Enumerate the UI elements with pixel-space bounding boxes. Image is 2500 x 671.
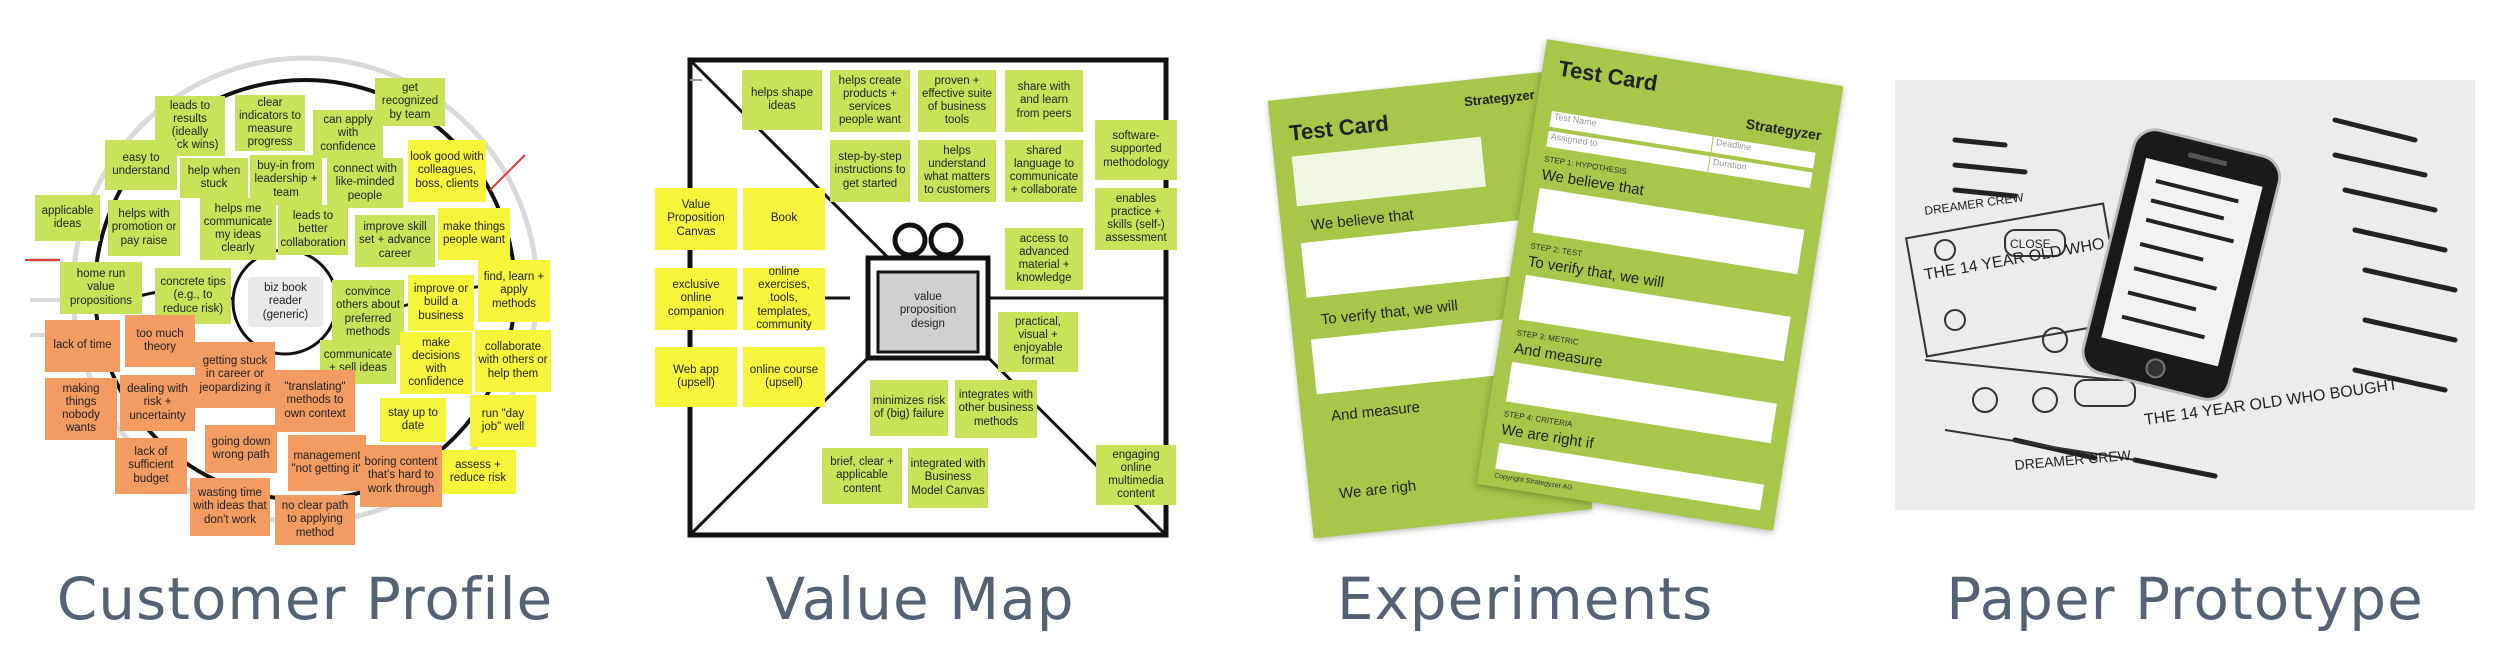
pain-reliever-note: minimizes risk of (big) failure <box>870 380 948 436</box>
gain-note: look good with colleagues, boss, clients <box>408 140 486 202</box>
customer-profile-panel: biz book reader (generic) get recognized… <box>20 40 570 545</box>
gain-note: assess + reduce risk <box>440 450 516 494</box>
gain-note: run "day job" well <box>470 395 536 447</box>
product-note: online course (upsell) <box>743 347 825 407</box>
gain-creator-note: step-by-step instructions to get started <box>830 140 910 202</box>
test-card-name-label: Test Name <box>1553 111 1598 129</box>
gain-note: make things people want <box>438 208 510 260</box>
caption-experiments: Experiments <box>1336 565 1714 633</box>
test-card-deadline-label: Deadline <box>1715 137 1752 153</box>
gain-note: helps me communicate my ideas clearly <box>200 198 276 260</box>
gain-creator-note: share with and learn from peers <box>1005 70 1083 132</box>
gain-creator-note: helps understand what matters to custome… <box>918 140 996 202</box>
gain-note: buy-in from leadership + team <box>250 155 322 205</box>
gain-creator-note: access to advanced material + knowledge <box>1005 228 1083 290</box>
gain-note: applicable ideas <box>35 195 100 241</box>
gain-note: clear indicators to measure progress <box>235 95 305 151</box>
product-note: Web app (upsell) <box>655 347 737 407</box>
test-card-back-step4: We are righ <box>1338 477 1417 503</box>
pain-note: dealing with risk + uncertainty <box>120 375 195 431</box>
pain-note: going down wrong path <box>205 425 277 473</box>
pain-note: boring content that's hard to work throu… <box>360 445 442 507</box>
gain-note: easy to understand <box>105 140 177 190</box>
test-card-title: Test Card <box>1556 55 1660 96</box>
pain-note: management "not getting it" <box>288 435 366 491</box>
gain-note: get recognized by team <box>375 78 445 126</box>
gain-note: make decisions with confidence <box>400 332 472 394</box>
value-map-panel: value proposition design Value Propositi… <box>650 40 1190 540</box>
gain-note: connect with like-minded people <box>327 158 403 208</box>
pain-note: no clear path to applying method <box>275 495 355 545</box>
value-map-frame <box>687 57 1169 538</box>
gain-note: home run value propositions <box>60 262 142 314</box>
gain-creator-note: proven + effective suite of business too… <box>918 70 996 132</box>
value-map-gift-label: value proposition design <box>899 291 957 330</box>
gain-note: help when stuck <box>180 158 248 198</box>
gain-note: can apply with confidence <box>313 110 383 158</box>
gain-note: improve or build a business <box>408 275 474 331</box>
pain-note: making things nobody wants <box>45 378 117 440</box>
pain-reliever-note: brief, clear + applicable content <box>822 448 902 504</box>
pain-reliever-note: engaging online multimedia content <box>1096 445 1176 505</box>
experiments-panel: Test Card Strategyzer We believe that To… <box>1260 39 1880 540</box>
gain-note: helps with promotion or pay raise <box>108 200 180 256</box>
pain-note: wasting time with ideas that don't work <box>190 478 270 536</box>
test-card-assigned-label: Assigned to <box>1550 131 1599 149</box>
gain-note: convince others about preferred methods <box>332 280 404 345</box>
caption-customer-profile: Customer Profile <box>56 565 554 633</box>
test-card-duration-label: Duration <box>1712 156 1748 173</box>
test-card-back-step2: To verify that, we will <box>1320 297 1459 329</box>
gain-creator-note: shared language to communicate + collabo… <box>1005 140 1083 202</box>
gain-note: improve skill set + advance career <box>355 215 435 267</box>
gain-note: find, learn + apply methods <box>478 260 550 322</box>
gain-creator-note: helps create products + services people … <box>830 70 910 132</box>
sketch-text: CLOSE <box>2010 237 2051 251</box>
pain-reliever-note: integrates with other business methods <box>955 380 1037 438</box>
test-card-brand: Strategyzer <box>1744 115 1823 144</box>
test-card-back-step1: We believe that <box>1310 206 1415 234</box>
test-card-back-step3: And measure <box>1330 398 1421 425</box>
pain-reliever-note: integrated with Business Model Canvas <box>908 448 988 508</box>
pain-reliever-note: practical, visual + enjoyable format <box>998 312 1078 372</box>
smartphone-icon <box>2081 128 2282 401</box>
paper-prototype-sketch: THE 14 YEAR OLD WHO BOUGHT A HOUSE THE 1… <box>1895 80 2475 510</box>
profile-center-note: biz book reader (generic) <box>248 277 323 327</box>
product-note: online exercises, tools, templates, comm… <box>743 266 825 331</box>
test-card-back-fields <box>1291 136 1486 207</box>
product-note: Value Proposition Canvas <box>655 188 737 250</box>
gain-creator-note: helps shape ideas <box>742 70 822 130</box>
product-note: exclusive online companion <box>655 268 737 330</box>
pain-note: lack of sufficient budget <box>115 438 187 494</box>
gain-creator-note: software-supported methodology <box>1095 120 1177 180</box>
gain-note: concrete tips (e.g., to reduce risk) <box>155 268 231 324</box>
pain-note: "translating" methods to own context <box>275 370 355 432</box>
pain-note: lack of time <box>45 320 120 372</box>
gain-creator-note: enables practice + skills (self-) assess… <box>1095 188 1177 250</box>
product-note: Book <box>743 188 825 250</box>
pain-note: too much theory <box>125 315 195 367</box>
pain-note: getting stuck in career or jeopardizing … <box>195 342 275 408</box>
caption-paper-prototype: Paper Prototype <box>1946 565 2424 633</box>
test-card-back-brand: Strategyzer <box>1463 86 1536 110</box>
paper-prototype-panel: THE 14 YEAR OLD WHO BOUGHT A HOUSE THE 1… <box>1895 80 2475 510</box>
gain-note: leads to better collaboration <box>278 205 348 255</box>
gain-note: collaborate with others or help them <box>475 330 551 392</box>
gain-note: stay up to date <box>380 398 446 442</box>
test-card-back-title: Test Card <box>1287 110 1390 146</box>
caption-value-map: Value Map <box>765 565 1075 633</box>
